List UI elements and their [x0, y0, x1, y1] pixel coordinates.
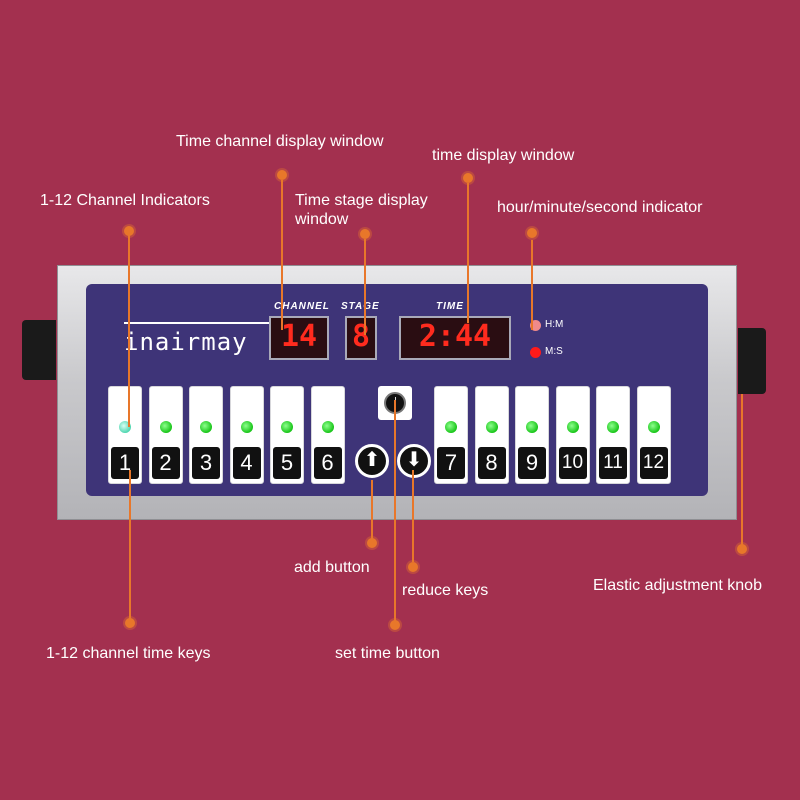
channel-key-label: 7: [437, 447, 465, 479]
channel-key-label: 10: [558, 447, 587, 479]
timer-device: inairmay CHANNEL STAGE TIME 14 8 2:44 H:…: [57, 265, 737, 520]
channel-key-6[interactable]: 6: [310, 386, 345, 484]
set-time-button-callout: set time button: [335, 645, 440, 662]
dot-elastic-knob: [737, 544, 747, 554]
arrow-up-icon: ⬆: [363, 449, 381, 471]
dot-time-channel: [277, 170, 287, 180]
channel-time-keys-callout: 1-12 channel time keys: [46, 645, 211, 662]
channel-indicator-led: [240, 421, 253, 433]
channel-key-label: 5: [273, 447, 301, 479]
time-display-callout: time display window: [432, 147, 575, 164]
channel-indicators-callout: 1-12 Channel Indicators: [40, 192, 210, 209]
control-panel: inairmay CHANNEL STAGE TIME 14 8 2:44 H:…: [86, 284, 708, 496]
channel-key-8[interactable]: 8: [474, 386, 509, 484]
arrow-down-icon: ⬇: [405, 449, 423, 471]
hm-indicator-led: [530, 320, 541, 331]
leader-time-display: [467, 183, 469, 323]
elastic-adjustment-knob[interactable]: [738, 328, 766, 394]
add-button[interactable]: ⬆: [355, 444, 389, 478]
channel-key-label: 8: [477, 447, 506, 479]
channel-indicator-led: [526, 421, 538, 433]
dot-time-stage: [360, 229, 370, 239]
channel-indicator-led: [321, 421, 334, 433]
leader-add: [371, 480, 373, 542]
channel-key-11[interactable]: 11: [596, 386, 630, 484]
channel-indicator-led: [200, 421, 212, 433]
brand-logo: inairmay: [124, 328, 248, 356]
channel-key-5[interactable]: 5: [270, 386, 304, 484]
channel-key-2[interactable]: 2: [148, 386, 183, 484]
channel-key-label: 1: [111, 447, 139, 479]
time-stage-display-callout-line2: window: [295, 211, 349, 228]
channel-key-1[interactable]: 1: [108, 386, 142, 484]
leader-reduce: [412, 470, 414, 562]
leader-time-channel: [281, 180, 283, 330]
channel-key-label: 2: [151, 447, 180, 479]
leader-channel-indicators: [128, 235, 130, 427]
channel-indicator-led: [647, 421, 660, 433]
left-mount-bracket: [22, 320, 56, 380]
stage-label: STAGE: [341, 301, 380, 312]
channel-key-label: 4: [232, 447, 261, 479]
ms-indicator-led: [530, 347, 541, 358]
channel-indicator-led: [445, 421, 457, 433]
leader-elastic-knob: [741, 394, 743, 546]
dot-time-display: [463, 173, 473, 183]
channel-key-4[interactable]: 4: [229, 386, 264, 484]
channel-key-label: 6: [313, 447, 342, 479]
channel-key-label: 11: [599, 447, 627, 479]
dot-hms: [527, 228, 537, 238]
dot-channel-indicators: [124, 226, 134, 236]
leader-channel-time-keys: [129, 470, 131, 620]
channel-key-9[interactable]: 9: [515, 386, 549, 484]
channel-key-12[interactable]: 12: [636, 386, 671, 484]
reduce-button[interactable]: ⬇: [397, 444, 431, 478]
channel-indicator-led: [485, 421, 498, 433]
dot-reduce: [408, 562, 418, 572]
channel-key-10[interactable]: 10: [555, 386, 590, 484]
elastic-knob-callout: Elastic adjustment knob: [593, 577, 762, 594]
channel-key-3[interactable]: 3: [189, 386, 223, 484]
channel-indicator-led: [607, 421, 619, 433]
time-label: TIME: [436, 301, 464, 312]
dot-add: [367, 538, 377, 548]
hm-indicator-label: H:M: [545, 319, 564, 330]
channel-key-label: 12: [639, 447, 668, 479]
leader-time-stage: [364, 239, 366, 335]
channel-indicator-led: [566, 421, 579, 433]
channel-label: CHANNEL: [274, 301, 330, 312]
reduce-keys-callout: reduce keys: [402, 582, 489, 599]
dot-set-time: [390, 620, 400, 630]
time-channel-display-callout: Time channel display window: [176, 133, 384, 150]
leader-set-time: [394, 400, 396, 622]
hms-indicator-callout: hour/minute/second indicator: [497, 199, 703, 216]
time-display: 2:44: [399, 316, 511, 360]
stage-display: 8: [345, 316, 377, 360]
channel-key-label: 3: [192, 447, 220, 479]
leader-hms: [531, 240, 533, 330]
dot-channel-time-keys: [125, 618, 135, 628]
channel-indicator-led: [281, 421, 293, 433]
channel-indicator-led: [159, 421, 172, 433]
time-stage-display-callout-line1: Time stage display: [295, 192, 428, 209]
add-button-callout: add button: [294, 559, 370, 576]
time-stage-display-callout: Time stage display window: [295, 191, 428, 229]
ms-indicator-label: M:S: [545, 346, 563, 357]
channel-display: 14: [269, 316, 329, 360]
brand-underline: [124, 322, 272, 324]
channel-key-7[interactable]: 7: [434, 386, 468, 484]
channel-key-label: 9: [518, 447, 546, 479]
